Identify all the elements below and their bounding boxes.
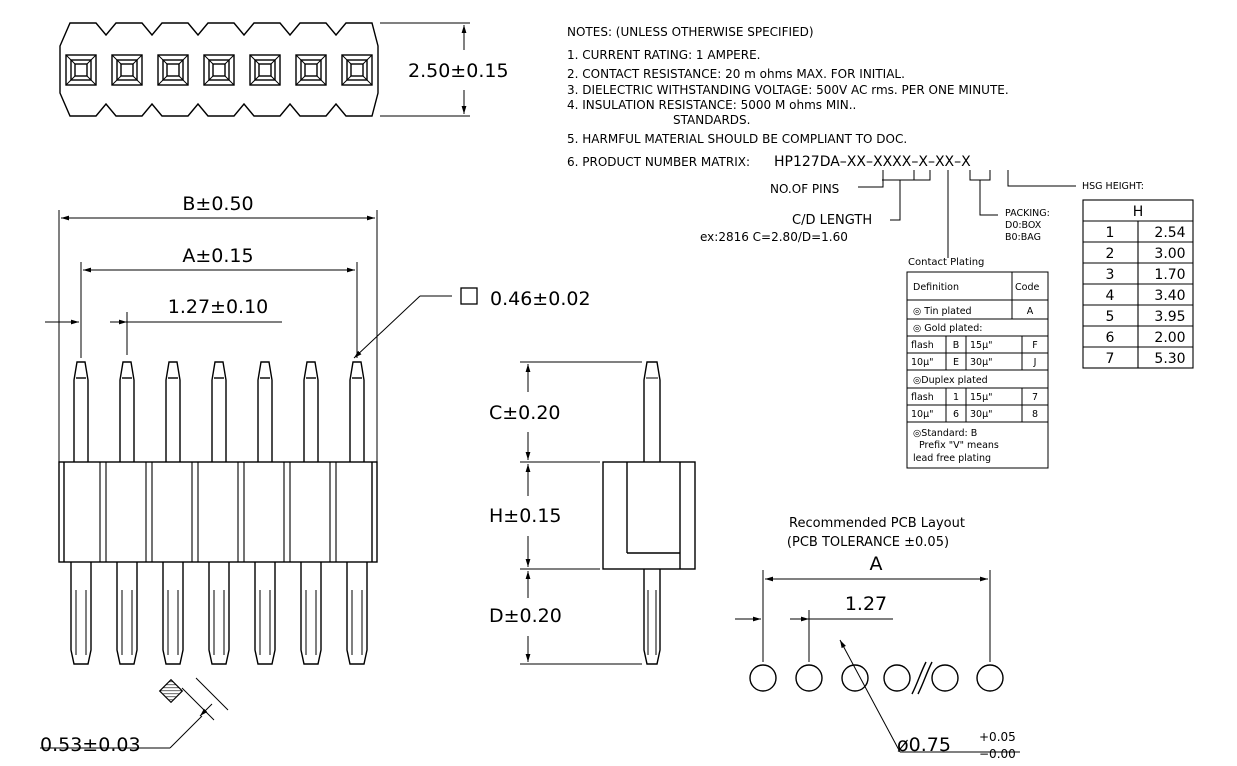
plating-cell: J <box>1033 357 1037 368</box>
hsg-row-value: 3.95 <box>1154 309 1185 325</box>
plating-cell: F <box>1032 340 1037 351</box>
hsg-height-label: HSG HEIGHT: <box>1082 181 1144 192</box>
b-dim: B±0.50 <box>182 193 253 215</box>
pcb-hole-minus: −0.00 <box>979 747 1016 761</box>
plating-cell: 15μ" <box>970 392 993 403</box>
plating-duplex: ◎Duplex plated <box>913 375 988 386</box>
note-1: 1. CURRENT RATING: 1 AMPERE. <box>567 48 761 62</box>
front-view <box>45 210 478 665</box>
plating-lead-free: lead free plating <box>913 453 991 464</box>
plating-title: Contact Plating <box>908 257 984 268</box>
hsg-row-value: 2.54 <box>1154 225 1185 241</box>
plating-cell: 10μ" <box>911 409 934 420</box>
cd-example: ex:2816 C=2.80/D=1.60 <box>700 230 848 244</box>
a-dim: A±0.15 <box>182 245 253 267</box>
top-view <box>59 22 470 117</box>
pin-square-dim: 0.46±0.02 <box>490 288 591 310</box>
pcb-pitch-dim: 1.27 <box>845 593 887 615</box>
hsg-table-rows: 1 2.54 2 3.00 3 1.70 4 3.40 5 3.95 6 2.00 7 5.3… <box>1106 225 1186 367</box>
pitch-dim: 1.27±0.10 <box>168 296 269 318</box>
plating-cell: 30μ" <box>970 357 993 368</box>
hsg-row-code: 4 <box>1106 288 1115 304</box>
plating-table-text: Contact Plating Definition Code ◎ Tin pl… <box>908 257 1039 464</box>
plating-cell: flash <box>911 392 934 403</box>
pcb-hole-dim: ø0.75 <box>897 734 951 756</box>
pcb-a-dim: A <box>870 553 883 575</box>
hsg-row-code: 5 <box>1106 309 1115 325</box>
pin-diag-dim: 0.53±0.03 <box>40 734 141 756</box>
hsg-row-value: 1.70 <box>1154 267 1185 283</box>
pcb-layout <box>735 570 1020 753</box>
pins-label: NO.OF PINS <box>770 182 839 196</box>
hsg-height-table <box>1082 199 1194 369</box>
contact-plating-table <box>906 271 1049 469</box>
plating-cell: 10μ" <box>911 357 934 368</box>
top-pin-squares <box>65 54 373 86</box>
matrix-leaders <box>858 170 1076 258</box>
part-number: HP127DA–XX–XXXX–X–XX–X <box>774 154 971 170</box>
plating-cell: B <box>953 340 960 351</box>
plating-gold: ◎ Gold plated: <box>913 323 982 334</box>
note-5: 5. HARMFUL MATERIAL SHOULD BE COMPLIANT … <box>567 132 907 146</box>
hsg-row-value: 2.00 <box>1154 330 1185 346</box>
lower-pins <box>70 562 368 665</box>
upper-pins <box>73 361 365 462</box>
note-4: 4. INSULATION RESISTANCE: 5000 M ohms MI… <box>567 98 856 112</box>
plating-prefix: Prefix "V" means <box>919 440 999 451</box>
pcb-hole-plus: +0.05 <box>979 730 1016 744</box>
hsg-row-value: 3.40 <box>1154 288 1185 304</box>
pcb-tolerance: (PCB TOLERANCE ±0.05) <box>787 535 949 550</box>
notes-header: NOTES: (UNLESS OTHERWISE SPECIFIED) <box>567 25 814 39</box>
plating-tin: ◎ Tin plated <box>913 306 972 317</box>
note-6: 6. PRODUCT NUMBER MATRIX: <box>567 155 750 169</box>
plating-cell: E <box>953 357 959 368</box>
packing-bag: B0:BAG <box>1005 232 1041 243</box>
packing-box: D0:BOX <box>1005 220 1042 231</box>
h-dim: H±0.15 <box>489 505 562 527</box>
hsg-row-code: 6 <box>1106 330 1115 346</box>
pin-diagonal-detail <box>40 677 229 749</box>
plating-cell: 15μ" <box>970 340 993 351</box>
plating-cell: 1 <box>953 392 959 403</box>
hsg-row-value: 5.30 <box>1154 351 1185 367</box>
d-dim: D±0.20 <box>489 605 562 627</box>
note-4-cont: STANDARDS. <box>673 113 750 127</box>
plating-col-definition: Definition <box>913 282 959 293</box>
hsg-table-header: H <box>1133 204 1144 220</box>
hsg-row-code: 7 <box>1106 351 1115 367</box>
plating-cell: flash <box>911 340 934 351</box>
note-2: 2. CONTACT RESISTANCE: 20 m ohms MAX. FO… <box>567 67 905 81</box>
packing-title: PACKING: <box>1005 208 1050 219</box>
pcb-title: Recommended PCB Layout <box>789 516 965 531</box>
hsg-row-value: 3.00 <box>1154 246 1185 262</box>
plating-cell: 6 <box>953 409 959 420</box>
plating-cell: 7 <box>1032 392 1038 403</box>
hsg-row-code: 1 <box>1106 225 1115 241</box>
cd-length-label: C/D LENGTH <box>792 213 872 228</box>
plating-standard: ◎Standard: B <box>913 428 977 439</box>
plating-col-code: Code <box>1015 282 1039 293</box>
hsg-row-code: 3 <box>1106 267 1115 283</box>
top-height-dim: 2.50±0.15 <box>408 60 509 82</box>
plating-tin-code: A <box>1027 306 1034 317</box>
c-dim: C±0.20 <box>489 402 561 424</box>
note-3: 3. DIELECTRIC WITHSTANDING VOLTAGE: 500V… <box>567 83 1009 97</box>
side-view <box>520 361 696 665</box>
plating-cell: 30μ" <box>970 409 993 420</box>
hsg-row-code: 2 <box>1106 246 1115 262</box>
plating-cell: 8 <box>1032 409 1038 420</box>
